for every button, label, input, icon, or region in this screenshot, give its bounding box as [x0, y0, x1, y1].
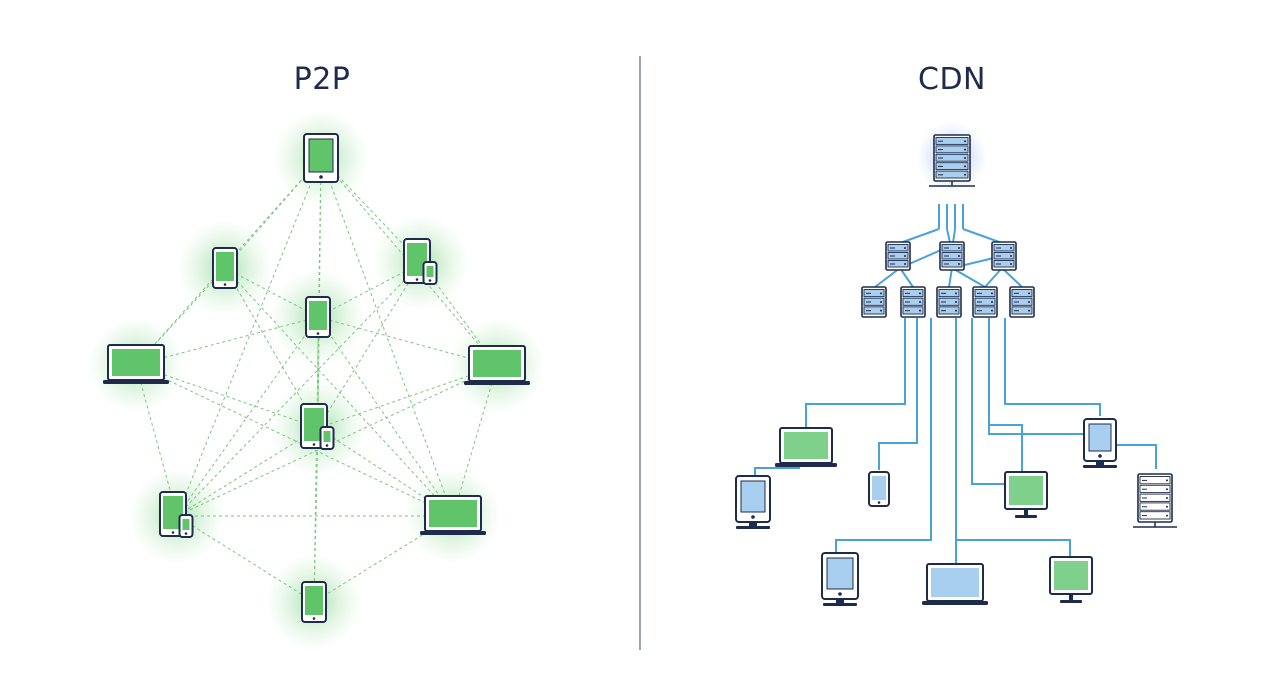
laptop-icon — [464, 345, 530, 385]
p2p-link — [313, 157, 322, 603]
cdn-client-phone-icon — [868, 471, 890, 507]
tier2-server-icon — [972, 286, 998, 318]
tier2-server-icon — [1009, 286, 1035, 318]
cdn-client-laptop-icon — [775, 427, 837, 467]
p2p-node-left — [88, 317, 184, 413]
tier-link — [951, 267, 986, 288]
cdn-network — [735, 121, 1177, 606]
cdn-link — [805, 318, 906, 428]
origin-link — [899, 228, 940, 244]
cdn-link — [988, 318, 1085, 435]
cdn-client-laptop-icon — [922, 563, 988, 605]
cdn-client-desktop-monitor-icon — [1083, 418, 1117, 468]
cdn-link — [835, 318, 932, 556]
phone-pair-icon — [159, 491, 194, 538]
p2p-node-bottom — [266, 554, 362, 650]
server-rack-icon — [929, 134, 975, 187]
laptop-icon — [420, 495, 486, 535]
p2p-node-lower-right — [405, 468, 501, 564]
tier2-server-icon — [936, 286, 962, 318]
cdn-client-desktop-monitor-icon — [1004, 471, 1048, 518]
tier-link — [874, 267, 901, 288]
phone-pair-icon — [300, 403, 335, 450]
tier-link — [984, 267, 1003, 288]
p2p-node-upper-left — [177, 220, 273, 316]
origin-link — [962, 228, 1003, 244]
cdn-link — [956, 539, 1071, 556]
p2p-node-right — [449, 318, 545, 414]
p2p-node-center — [270, 269, 366, 365]
cdn-client-desktop-monitor-icon — [735, 475, 771, 529]
p2p-title: P2P — [293, 62, 351, 97]
p2p-link — [176, 157, 322, 517]
cdn-link — [971, 318, 1005, 485]
phone-icon — [305, 296, 331, 338]
panel-divider — [639, 56, 641, 650]
cdn-title: CDN — [918, 62, 986, 97]
cdn-link — [1112, 444, 1157, 469]
tier1-server-icon — [939, 241, 965, 271]
cdn-link — [878, 318, 918, 470]
tier2-server-icon — [861, 286, 887, 318]
p2p-node-lower-left — [129, 468, 225, 564]
phone-icon — [212, 247, 238, 289]
origin-server — [916, 121, 988, 193]
tier2-server-icon — [900, 286, 926, 318]
p2p-network — [88, 110, 545, 650]
p2p-node-upper-right — [373, 215, 469, 311]
tier-link — [899, 267, 914, 288]
origin-link — [946, 228, 951, 244]
tablet-icon — [303, 133, 339, 183]
phone-icon — [301, 581, 327, 623]
p2p-link — [176, 316, 319, 517]
tier1-server-icon — [885, 241, 911, 271]
p2p-node-middle — [270, 380, 366, 476]
cdn-links — [754, 204, 1157, 565]
cdn-client-server-rack-icon — [1133, 473, 1177, 528]
laptop-icon — [103, 344, 169, 384]
origin-link — [952, 228, 956, 244]
tier1-server-icon — [991, 241, 1017, 271]
cdn-link — [754, 467, 800, 476]
tier-link — [948, 267, 953, 288]
tier-link — [1001, 267, 1023, 288]
cdn-link — [1004, 318, 1101, 416]
cdn-client-desktop-monitor-icon — [1049, 556, 1093, 603]
cdn-client-tablet-icon — [821, 552, 859, 606]
phone-pair-icon — [403, 238, 438, 285]
p2p-node-top — [273, 110, 369, 206]
